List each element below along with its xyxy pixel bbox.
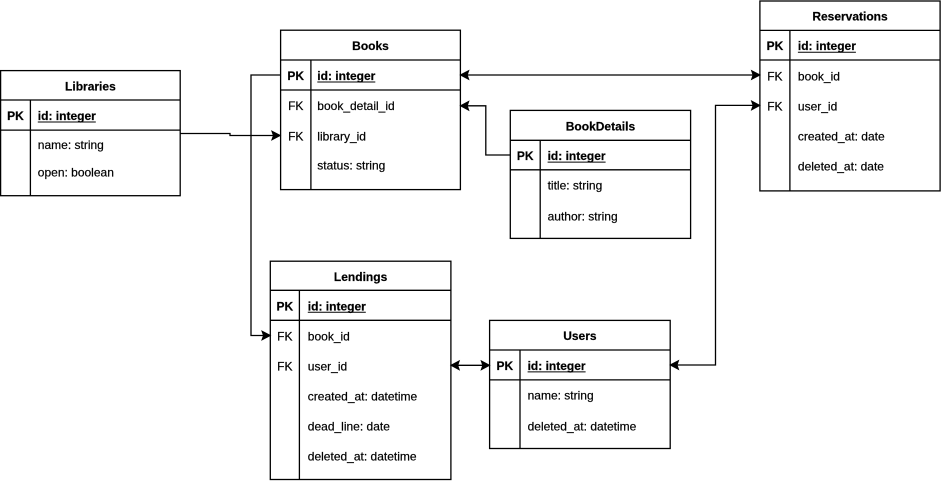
svg-text:name: string: name: string [528, 389, 594, 403]
svg-text:id: integer: id: integer [798, 39, 856, 53]
svg-text:BookDetails: BookDetails [566, 119, 636, 133]
svg-text:id: integer: id: integer [317, 69, 375, 83]
svg-text:book_id: book_id [308, 329, 350, 343]
svg-text:FK: FK [288, 129, 303, 143]
svg-text:open: boolean: open: boolean [38, 165, 114, 179]
svg-text:PK: PK [517, 149, 534, 163]
svg-text:deleted_at: datetime: deleted_at: datetime [528, 419, 637, 433]
svg-text:deleted_at: date: deleted_at: date [798, 159, 884, 173]
svg-text:book_detail_id: book_detail_id [317, 99, 394, 113]
svg-text:created_at: date: created_at: date [798, 129, 885, 143]
svg-text:Lendings: Lendings [334, 270, 388, 284]
svg-text:id: integer: id: integer [308, 299, 366, 313]
svg-text:user_id: user_id [308, 359, 347, 373]
svg-text:deleted_at: datetime: deleted_at: datetime [308, 449, 417, 463]
svg-text:Libraries: Libraries [65, 79, 116, 93]
svg-text:PK: PK [7, 109, 24, 123]
svg-text:PK: PK [287, 69, 304, 83]
svg-text:FK: FK [767, 69, 782, 83]
svg-text:FK: FK [277, 359, 292, 373]
svg-text:title: string: title: string [548, 179, 603, 193]
svg-text:PK: PK [767, 39, 784, 53]
svg-text:id: integer: id: integer [528, 359, 586, 373]
svg-text:Books: Books [352, 39, 389, 53]
svg-text:book_id: book_id [798, 69, 840, 83]
svg-text:Reservations: Reservations [812, 10, 888, 24]
svg-text:dead_line: date: dead_line: date [308, 419, 390, 433]
svg-text:FK: FK [277, 329, 292, 343]
svg-text:id: integer: id: integer [38, 109, 96, 123]
svg-text:name: string: name: string [38, 138, 104, 152]
svg-text:PK: PK [496, 359, 513, 373]
svg-text:FK: FK [288, 99, 303, 113]
svg-text:PK: PK [277, 299, 294, 313]
svg-text:FK: FK [767, 99, 782, 113]
svg-text:library_id: library_id [317, 129, 366, 143]
svg-text:id: integer: id: integer [548, 149, 606, 163]
svg-text:user_id: user_id [798, 99, 837, 113]
svg-text:Users: Users [563, 329, 597, 343]
svg-text:status: string: status: string [317, 159, 385, 173]
svg-text:created_at: datetime: created_at: datetime [308, 389, 418, 403]
svg-text:author: string: author: string [548, 210, 618, 224]
